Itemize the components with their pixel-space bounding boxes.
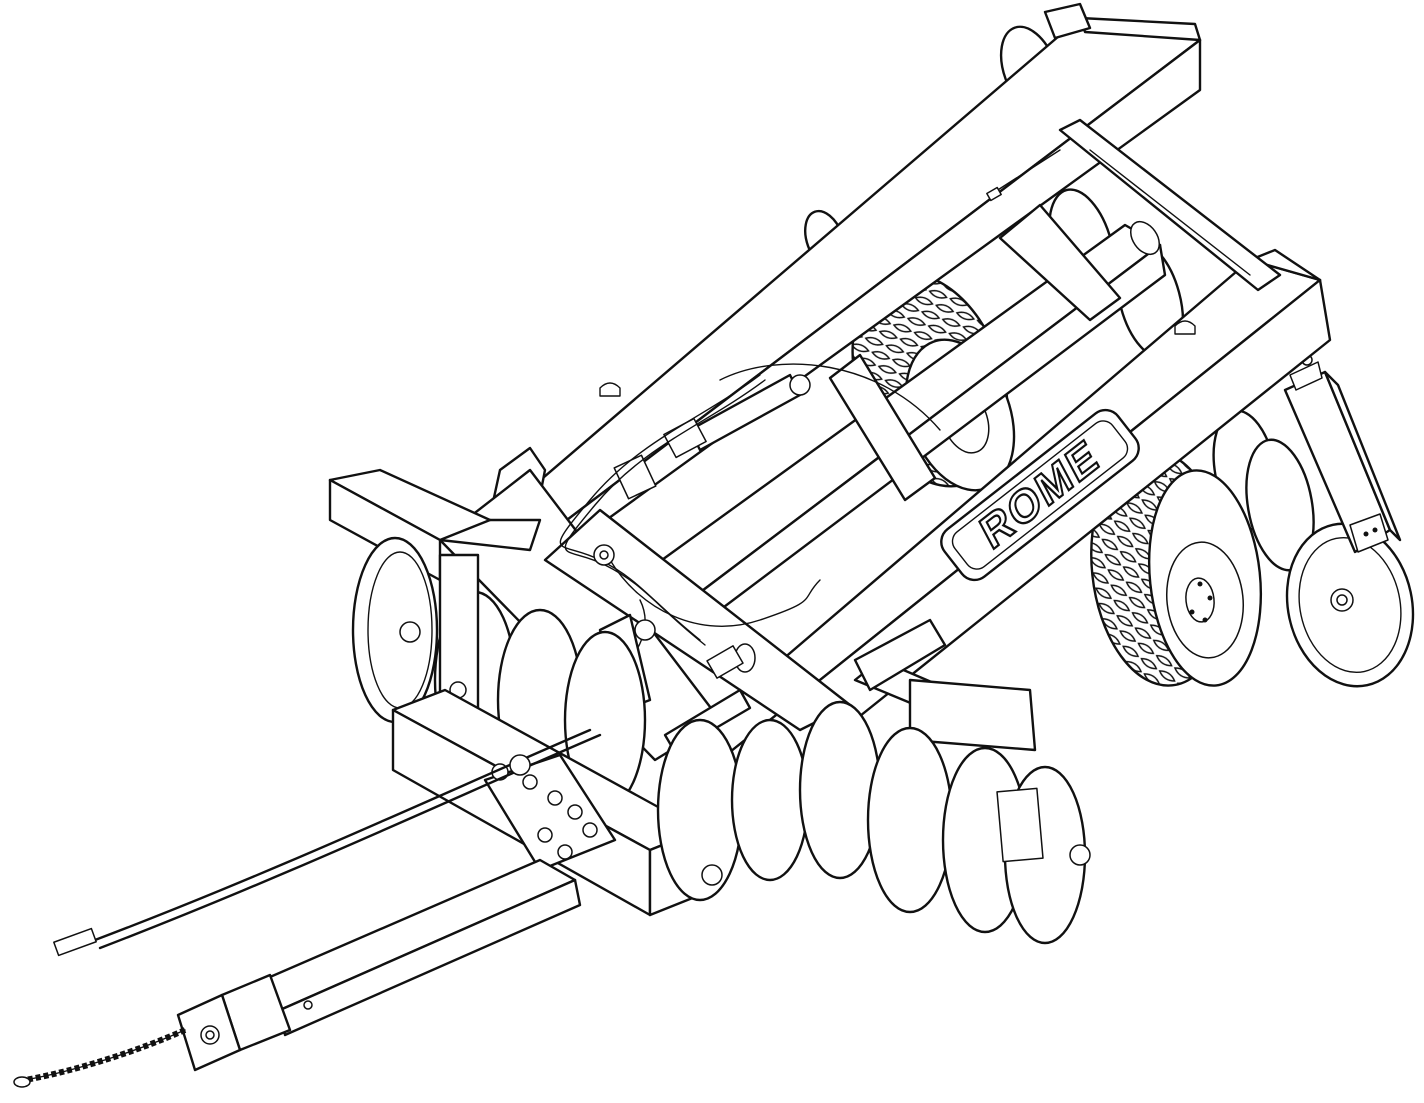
safety-chain [25,1030,185,1080]
rear-right-cutout-disc [1272,512,1424,698]
hose-coupler [54,929,96,956]
rear-right-transport-wheel [1080,444,1271,693]
hydraulic-hoses-to-tractor [54,730,600,955]
rear-gang-bar [1285,355,1400,552]
front-right-disc-gang [658,620,1090,943]
harness-lines [720,150,1060,430]
front-left-disc-1 [353,538,437,722]
tongue-assembly [14,690,700,1087]
hitch-clevis [178,995,240,1070]
